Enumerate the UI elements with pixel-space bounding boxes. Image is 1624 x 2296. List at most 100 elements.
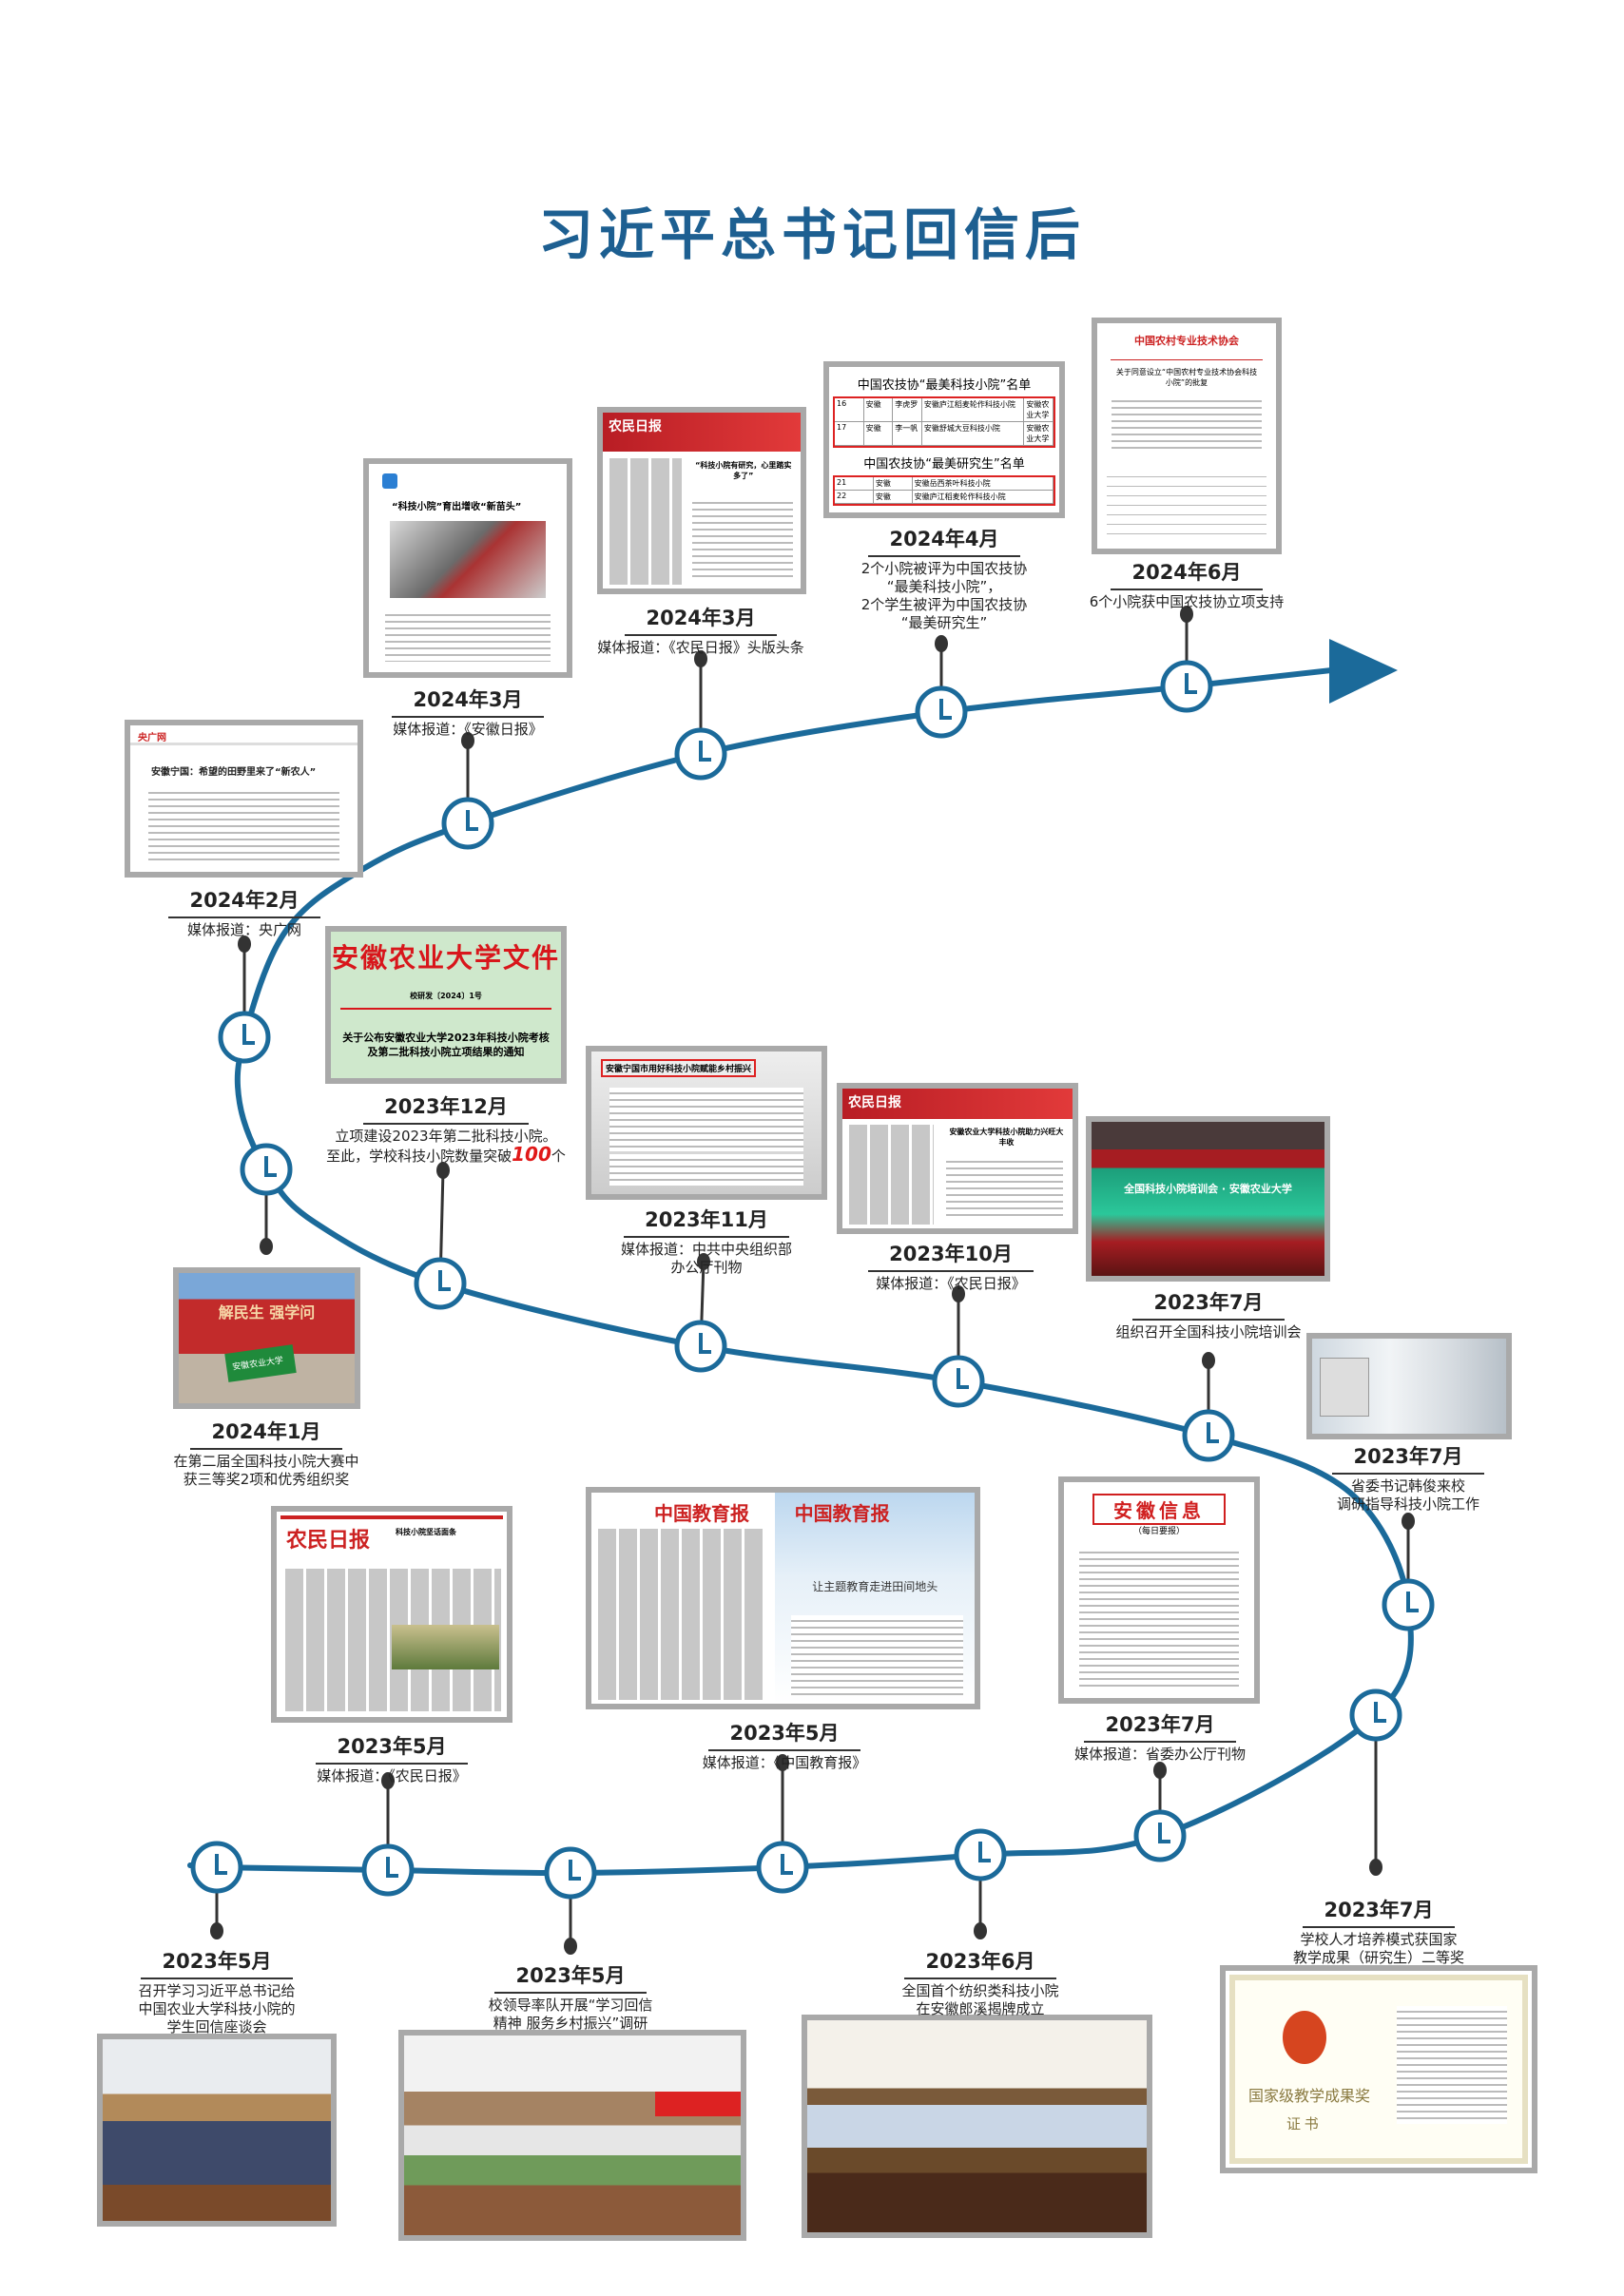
event-image: “科技小院”育出增收“新苗头”	[363, 458, 572, 678]
timeline-arrow-icon	[1329, 639, 1398, 704]
event-description: 办公厅刊物	[535, 1259, 878, 1277]
page-title: 习近平总书记回信后	[537, 203, 1086, 267]
clock-icon	[1182, 1409, 1235, 1462]
description-line: 媒体报道：《中国教育报》	[702, 1754, 867, 1771]
event-description: 精神 服务乡村振兴”调研	[399, 2015, 742, 2033]
list-cell: 李一帆	[893, 422, 922, 445]
clock-icon	[441, 797, 494, 850]
clock-icon	[1133, 1809, 1187, 1862]
list-cell: 安徽农业大学	[1024, 398, 1054, 421]
event-image: 中国教育报中国教育报让主题教育走进田间地头	[586, 1487, 980, 1709]
image-text: 央广网	[138, 733, 166, 743]
image-text: 关于公布安徽农业大学2023年科技小院考核及第二批科技小院立项结果的通知	[342, 1032, 550, 1058]
event-description: 获三等奖2项和优秀组织奖	[95, 1471, 437, 1489]
event-date: 2024年3月	[625, 603, 777, 636]
stem-dot	[381, 1772, 395, 1789]
event-label: 2023年5月媒体报道：《农民日报》	[240, 1731, 544, 1785]
description-line: 媒体报道：《农民日报》	[876, 1275, 1026, 1292]
event-label: 2023年6月全国首个纺织类科技小院在安徽郎溪揭牌成立	[809, 1946, 1151, 2018]
clock-icon	[756, 1841, 809, 1894]
event-label: 2023年12月立项建设2023年第二批科技小院。至此，学校科技小院数量突破10…	[275, 1091, 617, 1166]
event-label: 2023年5月召开学习习近平总书记给中国农业大学科技小院的学生回信座谈会	[46, 1946, 388, 2036]
event-label: 2024年2月媒体报道：央广网	[92, 885, 396, 939]
event-description: 全国首个纺织类科技小院	[809, 1982, 1151, 2000]
event-date: 2023年12月	[363, 1091, 529, 1125]
clock-icon	[674, 1320, 727, 1373]
description-line: 在安徽郎溪揭牌成立	[916, 2000, 1045, 2017]
event-image: 全国科技小院培训会 · 安徽农业大学	[1086, 1116, 1330, 1282]
description-line: 立项建设2023年第二批科技小院。	[335, 1128, 557, 1145]
stem-dot	[436, 1162, 450, 1179]
event-date: 2024年6月	[1111, 557, 1263, 590]
image-text: “科技小院”育出增收“新苗头”	[392, 502, 522, 512]
event-image: 央广网安徽宁国：希望的田野里来了“新农人”	[125, 720, 363, 878]
description-line: 精神 服务乡村振兴”调研	[493, 2015, 648, 2032]
event-image: 解民生 强学问安徽农业大学	[173, 1267, 360, 1409]
list-cell: 21	[835, 477, 874, 490]
event-description: 立项建设2023年第二批科技小院。	[275, 1128, 617, 1146]
event-date: 2023年7月	[1084, 1709, 1236, 1743]
event-label: 2023年7月学校人才培养模式获国家教学成果（研究生）二等奖	[1208, 1895, 1550, 1967]
image-text: 安徽宁国：希望的田野里来了“新农人”	[151, 767, 317, 778]
image-text: 科技小院坚话面条	[396, 1528, 456, 1536]
description-line: 办公厅刊物	[670, 1259, 743, 1276]
event-date: 2023年6月	[904, 1946, 1056, 1979]
image-text: 让主题教育走进田间地头	[812, 1580, 938, 1593]
event-date: 2024年1月	[190, 1417, 342, 1450]
event-image: 农民日报安徽农业大学科技小院助力兴旺大丰收	[837, 1083, 1078, 1234]
event-image	[97, 2034, 337, 2227]
description-line: 媒体报道：央广网	[186, 921, 301, 938]
image-text: 解民生 强学问	[218, 1303, 316, 1322]
description-line: 2个学生被评为中国农技协	[860, 596, 1028, 613]
stem-dot	[697, 1253, 710, 1270]
event-description: 省委书记韩俊来校	[1237, 1477, 1579, 1495]
event-description: 2个学生被评为中国农技协	[773, 596, 1115, 614]
stem-dot	[1180, 606, 1193, 623]
event-label: 2023年11月媒体报道：中共中央组织部办公厅刊物	[535, 1205, 878, 1277]
description-line: 调研指导科技小院工作	[1336, 1495, 1479, 1513]
event-description: 学生回信座谈会	[46, 2018, 388, 2036]
event-description: 在安徽郎溪揭牌成立	[809, 2000, 1151, 2018]
event-image: 国家级教学成果奖证 书	[1220, 1965, 1537, 2173]
event-description: 媒体报道：中共中央组织部	[535, 1241, 878, 1259]
clock-icon	[674, 727, 727, 781]
clock-icon	[544, 1846, 597, 1900]
image-text: 证 书	[1286, 2117, 1319, 2132]
clock-icon	[1160, 660, 1213, 713]
list-cell: 安徽	[864, 398, 894, 421]
event-description: 媒体报道：《农民日报》	[240, 1767, 544, 1785]
event-label: 2023年10月媒体报道：《农民日报》	[799, 1239, 1103, 1293]
event-image: 农民日报科技小院坚话面条	[271, 1506, 512, 1723]
clock-icon	[190, 1841, 243, 1894]
description-line: “最美科技小院”，	[886, 578, 1002, 595]
event-description: “最美研究生”	[773, 614, 1115, 632]
list-cell: 李虎罗	[893, 398, 922, 421]
event-description: 媒体报道：省委办公厅刊物	[1008, 1746, 1312, 1764]
description-line: 学生回信座谈会	[166, 2018, 267, 2036]
clock-icon	[218, 1011, 271, 1064]
event-description: 媒体报道：《安徽日报》	[316, 721, 620, 739]
image-text: 关于同意设立“中国农村专业技术协会科技小院”的批复	[1115, 368, 1258, 387]
stem-dot	[461, 732, 474, 749]
event-description: 组织召开全国科技小院培训会	[1056, 1323, 1361, 1341]
event-date: 2024年3月	[392, 685, 544, 718]
event-date: 2023年5月	[316, 1731, 468, 1765]
event-label: 2023年5月校领导率队开展“学习回信精神 服务乡村振兴”调研	[399, 1960, 742, 2033]
event-label: 2023年7月组织召开全国科技小院培训会	[1056, 1287, 1361, 1341]
event-description: 在第二届全国科技小院大赛中	[95, 1453, 437, 1471]
clock-icon	[915, 685, 968, 739]
event-description: 召开学习习近平总书记给	[46, 1982, 388, 2000]
image-text: 农民日报	[848, 1096, 901, 1110]
event-description: 2个小院被评为中国农技协	[773, 560, 1115, 578]
description-line: 省委书记韩俊来校	[1350, 1477, 1465, 1495]
description-line: 教学成果（研究生）二等奖	[1292, 1949, 1464, 1966]
image-text: （每日要报）	[1132, 1527, 1185, 1536]
list-cell: 安徽舒城大豆科技小院	[922, 422, 1025, 445]
event-date: 2023年10月	[868, 1239, 1034, 1272]
event-description: “最美科技小院”，	[773, 578, 1115, 596]
